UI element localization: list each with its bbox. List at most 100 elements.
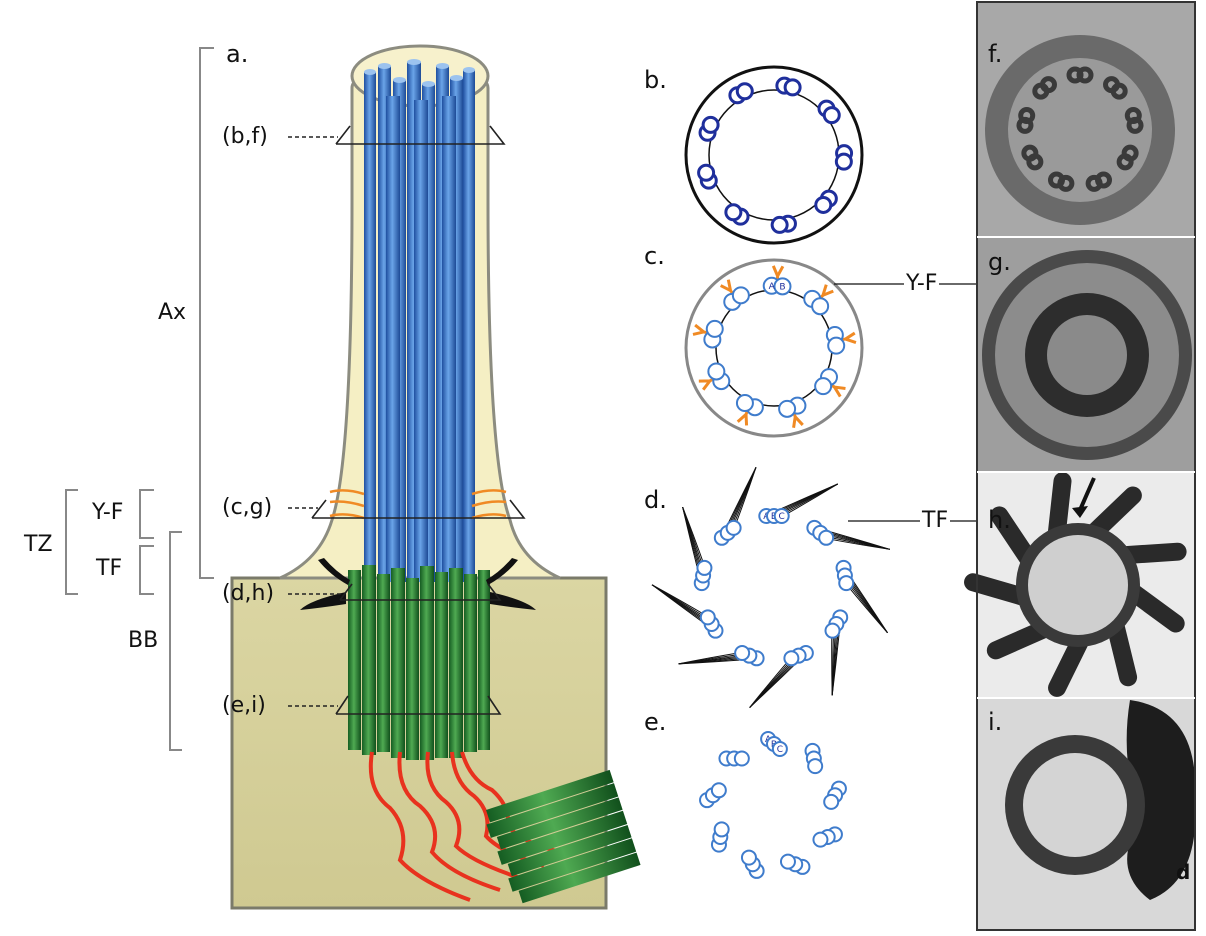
c-doublet-b: [811, 297, 830, 316]
bracket-label-ax: Ax: [158, 300, 187, 325]
f-doublet-b: [1047, 171, 1065, 189]
section-ref-dh: (d,h): [222, 581, 275, 606]
section-leaders: [288, 136, 342, 707]
f-doublet-b: [1116, 153, 1134, 171]
h-spoke: [1048, 630, 1090, 697]
panel-d-cross-section: ABC: [651, 467, 1052, 708]
e-triplet-tubule: [740, 849, 757, 866]
f-doublet-b: [1021, 144, 1039, 162]
b-doublet-b: [834, 152, 853, 171]
panel-e-cross-section: ABC: [699, 731, 847, 879]
section-ref-cg: (c,g): [222, 495, 273, 520]
f-doublet-b: [1039, 76, 1057, 94]
section-planes: [311, 125, 526, 715]
brackets: [65, 47, 214, 751]
c-doublet-b: [814, 377, 833, 396]
panel-label-h: h.: [988, 506, 1011, 534]
h-spoke: [1106, 616, 1138, 687]
e-triplets: ABC: [699, 731, 847, 879]
d-fiber: [734, 467, 757, 528]
d-fiber: [682, 506, 706, 567]
bracket-ax: [199, 47, 214, 579]
section-ref-bf: (b,f): [222, 124, 268, 149]
f-doublet-b: [1085, 174, 1103, 192]
c-doublet-b: [773, 277, 792, 296]
b-doublet-b: [735, 82, 754, 101]
b-doublet-b: [770, 215, 789, 234]
d-triplet-tubule: [699, 609, 716, 626]
h-spoke: [964, 573, 1034, 607]
section-ref-ei: (e,i): [222, 693, 266, 718]
basal-body-microtubules: [348, 565, 490, 760]
c-label-b: B: [779, 282, 785, 292]
d-triplets: ABC: [693, 508, 855, 667]
h-spoke: [1047, 472, 1072, 544]
d-fiber: [782, 483, 839, 517]
c-doublet-b: [735, 394, 754, 413]
h-spoke: [1085, 486, 1142, 542]
transition-fibers: [300, 558, 536, 610]
panel-label-b: b.: [644, 66, 667, 94]
c-doublet-b: [778, 399, 797, 418]
em-photos: [964, 1, 1196, 931]
d-triplet-tubule: [696, 559, 713, 576]
c-label-a: A: [769, 282, 776, 292]
b-doublet-b: [814, 195, 833, 214]
callout-d-mark: d: [1176, 860, 1191, 884]
h-arrow: [1078, 477, 1096, 511]
e-triplet-tubule: [779, 853, 796, 870]
f-doublet-b: [1076, 66, 1094, 84]
d-triplet-tubule: [734, 645, 751, 662]
b-doublet-b: [697, 163, 716, 182]
d-triplet-tubule: [725, 519, 742, 536]
callout-yf: Y-F: [904, 271, 940, 296]
panel-label-a: a.: [226, 40, 249, 68]
c-doublet-b: [707, 362, 726, 381]
c-doublet-b: [705, 319, 724, 338]
h-spoke: [990, 506, 1039, 569]
d-triplet-tubule: [818, 529, 835, 546]
e-triplet-tubule: [807, 758, 824, 775]
f-doublet-b: [1110, 82, 1128, 100]
panel-label-f: f.: [988, 40, 1003, 68]
d-fiber: [846, 584, 888, 634]
f-doublet-b: [1126, 116, 1144, 134]
e-triplet-tubule: [823, 793, 840, 810]
e-triplet-tubule: [771, 740, 788, 757]
bracket-bb: [169, 531, 182, 751]
b-doublet-b: [701, 115, 720, 134]
e-triplet-tubule: [713, 821, 730, 838]
h-spoke: [986, 619, 1054, 660]
e-triplet-tubule: [710, 782, 727, 799]
bracket-tz: [65, 489, 78, 595]
bracket-label-bb: BB: [128, 628, 159, 653]
y-links: [329, 489, 507, 520]
d-triplet-tubule: [773, 508, 790, 524]
b-doublet-b: [783, 78, 802, 97]
panel-label-c: c.: [644, 242, 665, 270]
panel-label-g: g.: [988, 248, 1011, 276]
axoneme-microtubules: [364, 59, 475, 582]
d-fibers: [651, 467, 890, 708]
c-doublet-b: [731, 286, 750, 305]
h-spokes: [964, 472, 1187, 697]
b-doublet-b: [724, 203, 743, 222]
f-doublets: [1016, 66, 1144, 192]
panel-a-schematic: [230, 44, 641, 910]
panel-label-d: d.: [644, 486, 667, 514]
d-triplet-tubule: [824, 622, 841, 639]
bracket-tf: [139, 545, 154, 595]
callout-tf: TF: [920, 508, 951, 533]
e-label: C: [777, 745, 783, 755]
bracket-label-yf: Y-F: [92, 500, 124, 525]
bracket-label-tz: TZ: [24, 532, 53, 557]
b-doublets: [697, 76, 854, 234]
h-spoke: [1123, 582, 1185, 633]
d-triplet-tubule: [783, 650, 800, 667]
panel-b-cross-section: [684, 65, 864, 245]
e-triplet-tubule: [733, 750, 750, 767]
d-triplet-tubule: [838, 575, 855, 592]
d-label: C: [779, 512, 785, 522]
f-doublet-b: [1018, 107, 1036, 125]
